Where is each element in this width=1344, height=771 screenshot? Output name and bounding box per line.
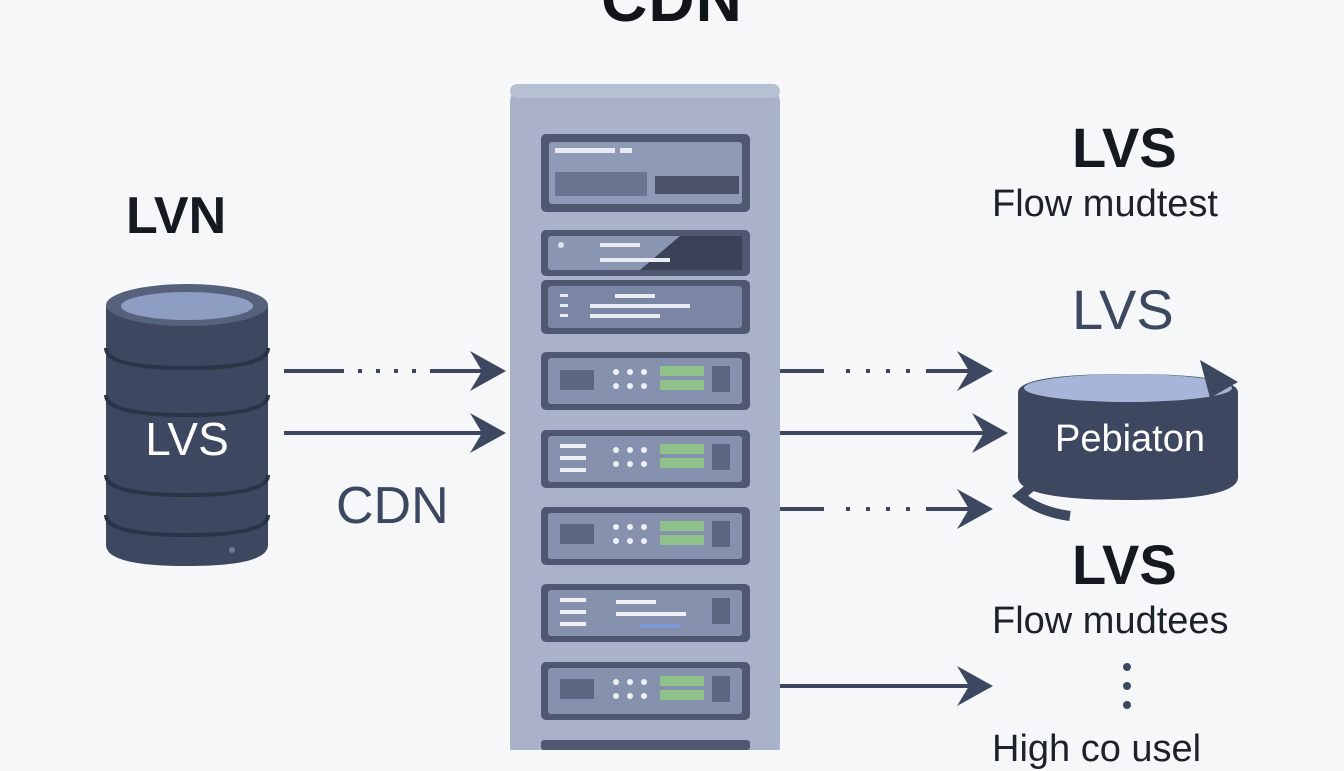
diagram-canvas [104,84,1238,750]
server-rack-icon [510,84,780,750]
diagram-title: CDN [0,0,1344,36]
rack-unit-6 [541,507,750,565]
rack-unit-3 [541,280,750,334]
ellipsis-dots [1123,663,1131,709]
rack-unit-2 [541,230,750,276]
node3-heading: LVS [1072,533,1177,596]
rack-unit-9-partial [541,740,750,750]
arrow-label: CDN [336,477,449,535]
rack-unit-5 [541,430,750,488]
left-heading: LVN [126,187,227,245]
left-arrows [284,351,506,453]
right-arrows [780,351,1008,706]
node2-heading: LVS [1072,278,1174,341]
node1-heading: LVS [1072,116,1177,179]
database-label: LVS [145,413,229,465]
node3-caption: Flow mudtees [992,600,1229,642]
rack-unit-1 [541,134,750,212]
rack-unit-4 [541,352,750,410]
cycle-ring-icon [1011,360,1238,521]
ring-label: Pebiaton [1054,418,1205,460]
database-cylinder-icon [104,284,270,566]
rack-unit-8 [541,662,750,720]
node1-caption: Flow mudtest [992,183,1218,225]
rack-unit-7 [541,584,750,642]
